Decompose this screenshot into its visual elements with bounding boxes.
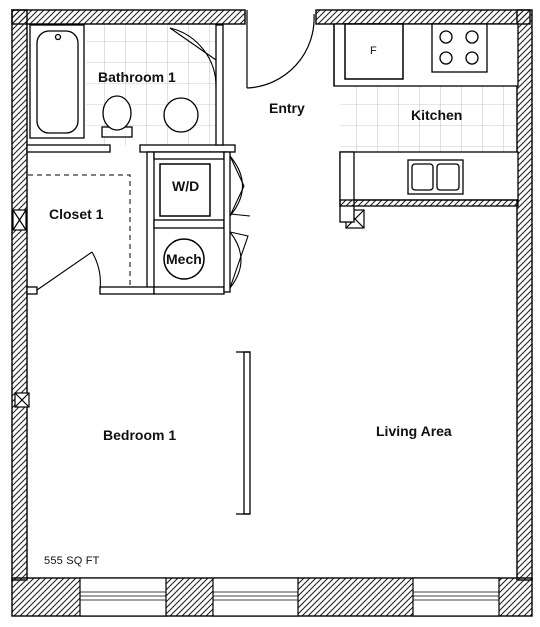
kitchen-tile-floor (340, 85, 520, 155)
room-label-entry: Entry (269, 100, 305, 116)
room-label-closet: Closet 1 (49, 206, 104, 222)
room-label-laundry: W/D (172, 178, 200, 194)
cooktop (431, 23, 488, 73)
closet-door (36, 251, 101, 291)
mech-bifold-door (229, 231, 249, 289)
bathroom-fixtures (29, 24, 219, 145)
fridge-label: F (370, 45, 377, 57)
closet-walls (26, 151, 155, 295)
vent-markers (12, 209, 365, 408)
entry-door (246, 10, 315, 89)
refrigerator (344, 23, 404, 80)
closet-shelf-line (28, 174, 131, 287)
room-label-bedroom: Bedroom 1 (103, 427, 177, 443)
laundry-mech-walls (153, 151, 231, 295)
windows (79, 577, 500, 617)
laundry-bifold-door (229, 155, 251, 217)
kitchen-sink (407, 159, 464, 195)
mech-unit (163, 238, 205, 280)
bathroom-door (169, 27, 217, 89)
bedroom-partition (236, 351, 251, 515)
room-label-bathroom: Bathroom 1 (98, 69, 176, 85)
area-label: 555 SQ FT (44, 555, 100, 567)
washer-dryer (159, 163, 211, 217)
room-label-mech: Mech (166, 251, 202, 267)
room-label-kitchen: Kitchen (411, 107, 463, 123)
room-label-living: Living Area (376, 423, 452, 439)
